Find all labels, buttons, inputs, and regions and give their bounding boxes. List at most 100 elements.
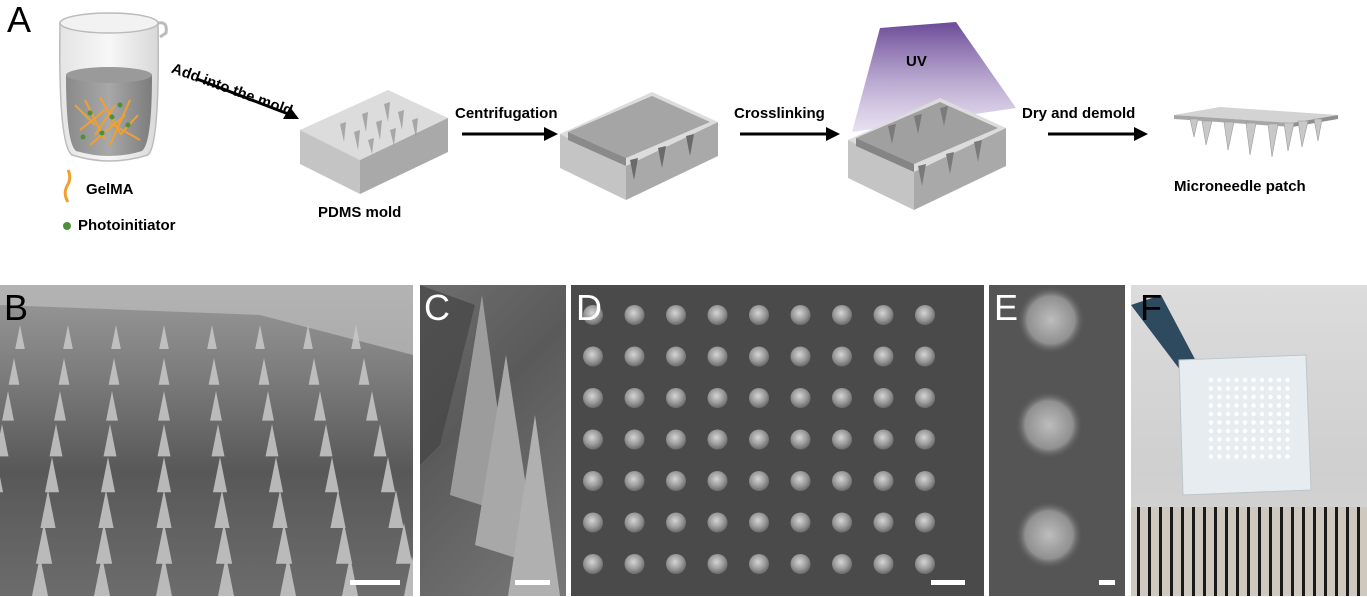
panel-d-dot bbox=[790, 388, 811, 408]
panel-b-needle bbox=[0, 424, 9, 457]
panel-f-ruler-tick bbox=[1148, 507, 1151, 596]
panel-d-dot bbox=[832, 554, 852, 574]
panel-d-dot bbox=[624, 305, 645, 325]
panel-f-patch-dot bbox=[1225, 411, 1231, 417]
panel-f-ruler-tick bbox=[1258, 507, 1261, 596]
panel-d-dot bbox=[915, 512, 935, 533]
panel-b-needle bbox=[54, 391, 66, 421]
panel-f-patch-dot bbox=[1259, 386, 1265, 391]
panel-f-patch-dot bbox=[1242, 428, 1248, 434]
panel-f-patch-dot bbox=[1259, 403, 1265, 408]
panel-f-patch-dot bbox=[1208, 454, 1214, 459]
panel-f-patch-dot bbox=[1225, 403, 1231, 408]
panel-f-patch-dot bbox=[1285, 428, 1290, 434]
panel-d-dot bbox=[873, 471, 894, 491]
panel-b-needle bbox=[158, 391, 170, 421]
step-dry-and-demold-label: Dry and demold bbox=[1022, 105, 1136, 122]
panel-f-label: F bbox=[1140, 287, 1162, 328]
panel-c-label: C bbox=[424, 287, 450, 328]
beaker-illustration bbox=[59, 12, 168, 162]
arrow-dry-and-demold-icon bbox=[1048, 127, 1148, 141]
panel-b-needle bbox=[342, 556, 358, 596]
panel-f-ruler-tick bbox=[1225, 507, 1228, 596]
panel-f-patch-dot bbox=[1234, 377, 1239, 383]
panel-d-dot bbox=[832, 346, 852, 367]
panel-f-patch-dot bbox=[1234, 394, 1239, 400]
panel-b-needle bbox=[210, 391, 222, 421]
panel-f-patch-on-ruler bbox=[1131, 295, 1367, 596]
panel-b-needle bbox=[268, 457, 284, 493]
panel-b-needle bbox=[156, 457, 172, 493]
panel-b-needle bbox=[63, 325, 73, 349]
panel-f-patch-dot bbox=[1251, 428, 1256, 434]
panel-d-dot bbox=[915, 305, 935, 325]
panel-f-patch-dot bbox=[1217, 454, 1222, 459]
panel-d-dot bbox=[873, 554, 894, 574]
panel-f-patch-dot bbox=[1276, 420, 1282, 425]
panel-b-needle bbox=[319, 424, 333, 457]
panel-d-dot bbox=[624, 554, 645, 574]
panel-d-dot bbox=[790, 305, 811, 325]
panel-f-patch-dot bbox=[1225, 454, 1231, 459]
panel-f-ruler-tick bbox=[1159, 507, 1162, 596]
panel-b-needle bbox=[211, 424, 225, 457]
panel-f-patch-dot bbox=[1259, 411, 1265, 417]
panel-f-patch-dot bbox=[1268, 386, 1273, 391]
panel-d-dot bbox=[624, 512, 645, 533]
panel-b-needle bbox=[108, 358, 120, 385]
panel-f-patch-dot bbox=[1225, 377, 1231, 383]
panel-f-ruler-tick bbox=[1181, 507, 1184, 596]
panel-d-dot bbox=[583, 305, 603, 325]
panel-b-needle bbox=[155, 523, 173, 564]
panel-d-dot bbox=[832, 512, 852, 533]
panel-b-needle bbox=[218, 556, 234, 596]
panel-b-needle bbox=[388, 490, 404, 528]
panel-b-needle bbox=[395, 523, 413, 564]
panel-f-ruler-tick bbox=[1357, 507, 1360, 596]
panel-f-ruler-tick bbox=[1203, 507, 1206, 596]
panel-f-patch-dot bbox=[1251, 377, 1256, 383]
panel-d-dot bbox=[873, 346, 894, 367]
panel-b-needle bbox=[265, 424, 279, 457]
panel-d-dot bbox=[790, 471, 811, 491]
panel-b-needle bbox=[106, 391, 118, 421]
panel-b-needle bbox=[156, 556, 172, 596]
panel-c-sem-image bbox=[420, 285, 566, 596]
panel-b-needle bbox=[159, 325, 169, 349]
panel-b-needle bbox=[157, 424, 171, 457]
panel-f-patch-dot bbox=[1242, 445, 1248, 451]
panel-b-sem-image bbox=[0, 285, 413, 596]
panel-f-patch-dot bbox=[1259, 377, 1265, 383]
panel-f-photo bbox=[1131, 285, 1367, 596]
panel-b-needle bbox=[2, 391, 14, 421]
panel-f-patch-dot bbox=[1234, 437, 1239, 442]
panel-f-patch-dot bbox=[1276, 445, 1282, 451]
panel-d-dot bbox=[749, 305, 769, 325]
panel-f-patch-dot bbox=[1208, 394, 1214, 400]
panel-d-dot bbox=[873, 512, 894, 533]
arrow-add-into-mold-icon bbox=[196, 77, 299, 119]
panel-d-dot bbox=[832, 305, 852, 325]
panel-b-needle bbox=[58, 358, 70, 385]
panel-f-patch-dot bbox=[1285, 437, 1290, 442]
panel-f-ruler-tick bbox=[1324, 507, 1327, 596]
panel-d-dot bbox=[707, 429, 728, 450]
panel-b-needle bbox=[308, 358, 320, 385]
panel-b-needle bbox=[255, 325, 265, 349]
panel-b-needle-array bbox=[0, 285, 413, 596]
panel-f-ruler-tick bbox=[1236, 507, 1239, 596]
panel-b-needle bbox=[314, 391, 326, 421]
panel-b-needle bbox=[94, 556, 110, 596]
panel-f-patch-dot bbox=[1251, 445, 1256, 451]
panel-f-patch-dot bbox=[1276, 377, 1282, 383]
arrow-centrifugation-icon bbox=[462, 127, 558, 141]
panel-b-needle bbox=[158, 358, 170, 385]
panel-d-dot bbox=[624, 346, 645, 367]
panel-f-patch-dot bbox=[1225, 394, 1231, 400]
panel-d-dot bbox=[707, 346, 728, 367]
panel-f-patch-dot bbox=[1276, 454, 1282, 459]
panel-d-dot bbox=[707, 305, 728, 325]
gelma-legend-icon bbox=[63, 169, 72, 203]
panel-f-patch-dot bbox=[1217, 420, 1222, 425]
panel-d-dot bbox=[583, 554, 603, 574]
